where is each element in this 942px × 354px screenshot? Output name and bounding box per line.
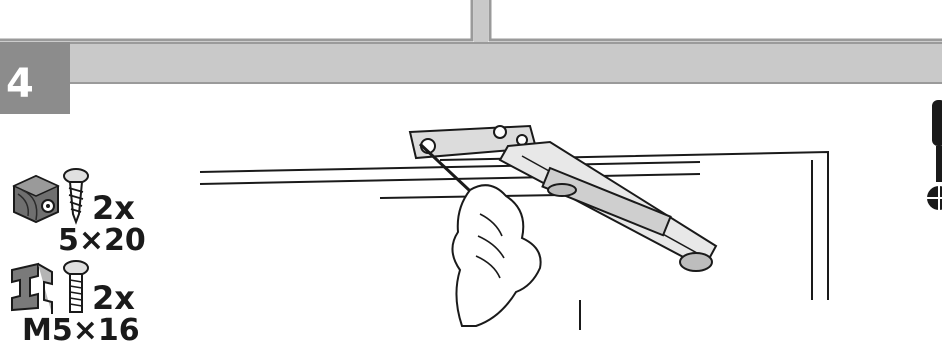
phillips-screwdriver-icon [926,100,942,220]
